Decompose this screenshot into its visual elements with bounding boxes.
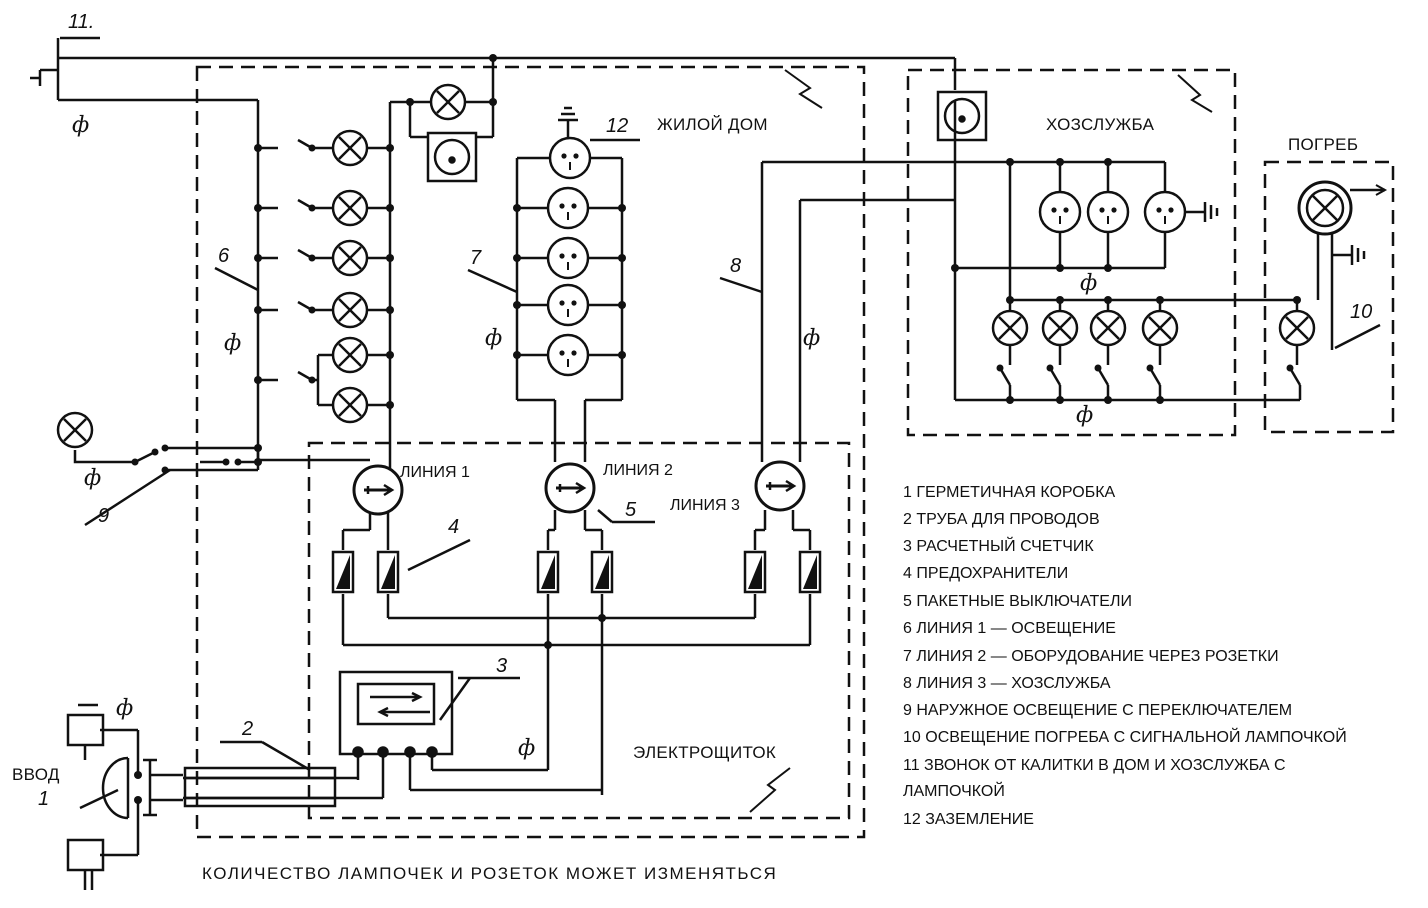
phase-label: ф <box>84 466 101 491</box>
phase-label: ф <box>224 331 241 356</box>
house-label: ЖИЛОЙ ДОМ <box>657 115 768 134</box>
lamps <box>56 83 1316 449</box>
diagram-labels: ЖИЛОЙ ДОМ ХОЗСЛУЖБА ПОГРЕБ ЭЛЕКТРОЩИТОК … <box>12 11 1372 810</box>
cellar-boundary <box>1263 160 1395 434</box>
legend: 1 ГЕРМЕТИЧНАЯ КОРОБКА 2 ТРУБА ДЛЯ ПРОВОД… <box>903 484 1347 828</box>
lamp-icon <box>1089 309 1127 347</box>
packet-switch-icon <box>544 462 596 514</box>
legend-item: 8 ЛИНИЯ 3 — ХОЗСЛУЖБА <box>903 675 1111 692</box>
line1-label: ЛИНИЯ 1 <box>400 464 470 481</box>
lamp-icon <box>331 239 369 277</box>
socket-icon <box>546 186 590 230</box>
phase-label: ф <box>1080 271 1097 296</box>
junctions <box>131 54 1301 804</box>
ground-icon <box>558 106 1366 265</box>
legend-item: 1 ГЕРМЕТИЧНАЯ КОРОБКА <box>903 484 1116 501</box>
fuse-icon <box>590 550 614 594</box>
legend-item: 11 ЗВОНОК ОТ КАЛИТКИ В ДОМ И ХОЗСЛУЖБА С <box>903 757 1286 774</box>
socket-icon <box>1143 190 1187 234</box>
lamp-icon <box>331 336 369 374</box>
phase-label: ф <box>803 326 820 351</box>
lamp-icon <box>991 309 1029 347</box>
phase-label: ф <box>72 113 89 138</box>
packet-switch-icon <box>352 464 404 516</box>
phase-label: ф <box>1076 403 1093 428</box>
callout-1: 1 <box>38 788 49 810</box>
enclosures <box>195 65 1395 839</box>
sockets <box>546 136 1187 377</box>
legend-item: 6 ЛИНИЯ 1 — ОСВЕЩЕНИЕ <box>903 620 1116 637</box>
arrows <box>749 69 1213 813</box>
callout-4: 4 <box>448 516 459 538</box>
socket-icon <box>1038 190 1082 234</box>
callout-7: 7 <box>470 247 482 269</box>
fuse-icon <box>743 550 767 594</box>
input-label: ВВОД <box>12 765 60 784</box>
legend-item: 5 ПАКЕТНЫЕ ВЫКЛЮЧАТЕЛИ <box>903 593 1132 610</box>
lamp-icon <box>331 291 369 329</box>
callout-10: 10 <box>1350 301 1372 323</box>
phase-label: ф <box>518 736 535 761</box>
legend-item: 10 ОСВЕЩЕНИЕ ПОГРЕБА С СИГНАЛЬНОЙ ЛАМПОЧ… <box>903 727 1347 746</box>
fuse-icon <box>331 550 355 594</box>
lamp-icon <box>1041 309 1079 347</box>
callout-9: 9 <box>98 505 109 527</box>
meter-icon <box>338 670 454 758</box>
packet-switch-icon <box>754 460 806 512</box>
legend-item: 12 ЗАЗЕМЛЕНИЕ <box>903 811 1034 828</box>
lamp-icon <box>331 386 369 424</box>
fuse-icon <box>536 550 560 594</box>
bell-icon <box>426 90 988 183</box>
socket-icon <box>546 333 590 377</box>
fuse-icon <box>376 550 400 594</box>
legend-item: 9 НАРУЖНОЕ ОСВЕЩЕНИЕ С ПЕРЕКЛЮЧАТЕЛЕМ <box>903 702 1292 719</box>
lamp-icon <box>1141 309 1179 347</box>
bell-lamp-icon <box>429 83 467 121</box>
lamp-icon <box>331 129 369 167</box>
signal-lamp-icon <box>1278 309 1316 347</box>
fuse-icon <box>798 550 822 594</box>
legend-item: 2 ТРУБА ДЛЯ ПРОВОДОВ <box>903 511 1100 528</box>
line2-label: ЛИНИЯ 2 <box>603 462 673 479</box>
callout-2: 2 <box>241 718 253 740</box>
socket-icon <box>546 283 590 327</box>
callout-3: 3 <box>496 655 507 677</box>
legend-item: 7 ЛИНИЯ 2 — ОБОРУДОВАНИЕ ЧЕРЕЗ РОЗЕТКИ <box>903 648 1279 665</box>
house-boundary <box>195 65 866 839</box>
callout-12: 12 <box>606 115 628 137</box>
callout-6: 6 <box>218 245 230 267</box>
legend-item: ЛАМПОЧКОЙ <box>903 781 1005 800</box>
panel-label: ЭЛЕКТРОЩИТОК <box>633 743 776 762</box>
pipe <box>183 766 337 808</box>
utility-boundary <box>906 68 1237 437</box>
fuses <box>331 550 822 594</box>
cellar-lamp-icon <box>1297 180 1388 236</box>
footer-note: КОЛИЧЕСТВО ЛАМПОЧЕК И РОЗЕТОК МОЖЕТ ИЗМЕ… <box>202 864 777 883</box>
socket-icon <box>548 136 592 180</box>
panel-boundary <box>307 441 851 820</box>
input-box-icon <box>66 703 157 890</box>
cellar-label: ПОГРЕБ <box>1288 135 1358 154</box>
line3-label: ЛИНИЯ 3 <box>670 497 740 514</box>
leaders <box>79 266 1381 810</box>
callout-8: 8 <box>730 255 741 277</box>
utility-label: ХОЗСЛУЖБА <box>1046 115 1155 134</box>
socket-icon <box>546 236 590 280</box>
legend-item: 3 РАСЧЕТНЫЙ СЧЕТЧИК <box>903 536 1094 555</box>
socket-icon <box>1086 190 1130 234</box>
lamp-icon <box>331 189 369 227</box>
outdoor-lamp-icon <box>56 411 94 449</box>
callout-5: 5 <box>625 499 637 521</box>
legend-item: 4 ПРЕДОХРАНИТЕЛИ <box>903 565 1068 582</box>
callout-11: 11. <box>68 11 94 33</box>
phase-label: ф <box>116 696 133 721</box>
phase-label: ф <box>485 326 502 351</box>
